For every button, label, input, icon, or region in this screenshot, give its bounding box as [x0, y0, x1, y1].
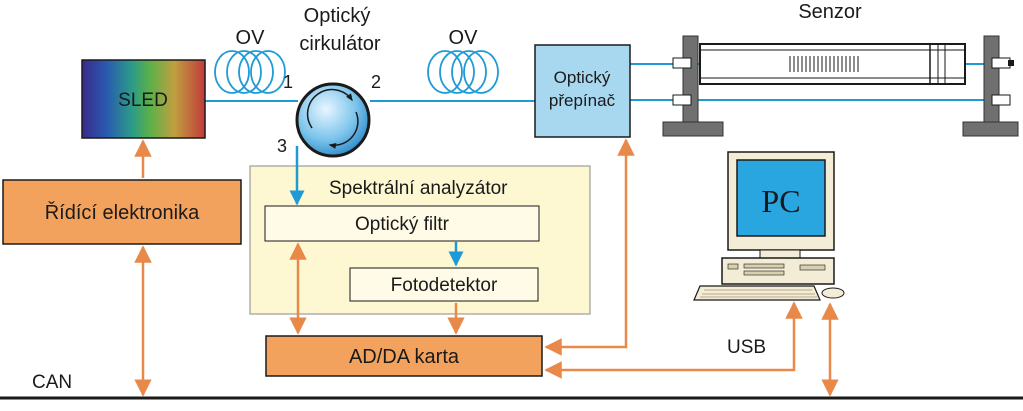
sled-label: SLED — [118, 90, 168, 111]
optical-switch-box — [534, 44, 631, 138]
optical-switch-label-line1: Optický — [554, 68, 611, 87]
circulator-label-line1: Optický — [304, 5, 371, 27]
spectral-analyzer-label: Spektrální analyzátor — [329, 178, 508, 199]
adda-card-box — [265, 335, 543, 377]
fiber-coil-right — [427, 50, 499, 94]
adda-card-label: AD/DA karta — [349, 346, 460, 368]
photodetector-label: Fotodetektor — [391, 275, 498, 296]
optical-switch-label-line2: přepínač — [549, 91, 616, 110]
circulator-arrow-icon — [306, 88, 353, 129]
port-2-label: 2 — [371, 72, 381, 92]
arrow-adda-pc-usb — [544, 301, 803, 379]
can-label: CAN — [32, 372, 72, 393]
port-1-label: 1 — [283, 72, 293, 92]
pc-label: PC — [761, 183, 800, 219]
optical-filter-label: Optický filtr — [355, 214, 450, 235]
usb-label: USB — [727, 337, 766, 358]
circulator-label-line2: cirkulátor — [299, 33, 380, 55]
sensor-assembly — [662, 35, 1019, 137]
control-electronics-box — [2, 179, 242, 245]
sled-box — [81, 59, 206, 139]
ov-right-label: OV — [449, 27, 479, 49]
control-electronics-label: Řídící elektronika — [45, 201, 200, 224]
sensor-label: Senzor — [798, 1, 862, 23]
pc-computer-icon — [693, 151, 845, 301]
fiber-coil-left — [214, 50, 286, 94]
photodetector-box — [349, 267, 539, 302]
ov-left-label: OV — [236, 27, 266, 49]
circulator-arrow2-icon — [328, 111, 359, 149]
port-3-label: 3 — [277, 136, 287, 156]
optical-filter-box — [264, 205, 540, 242]
